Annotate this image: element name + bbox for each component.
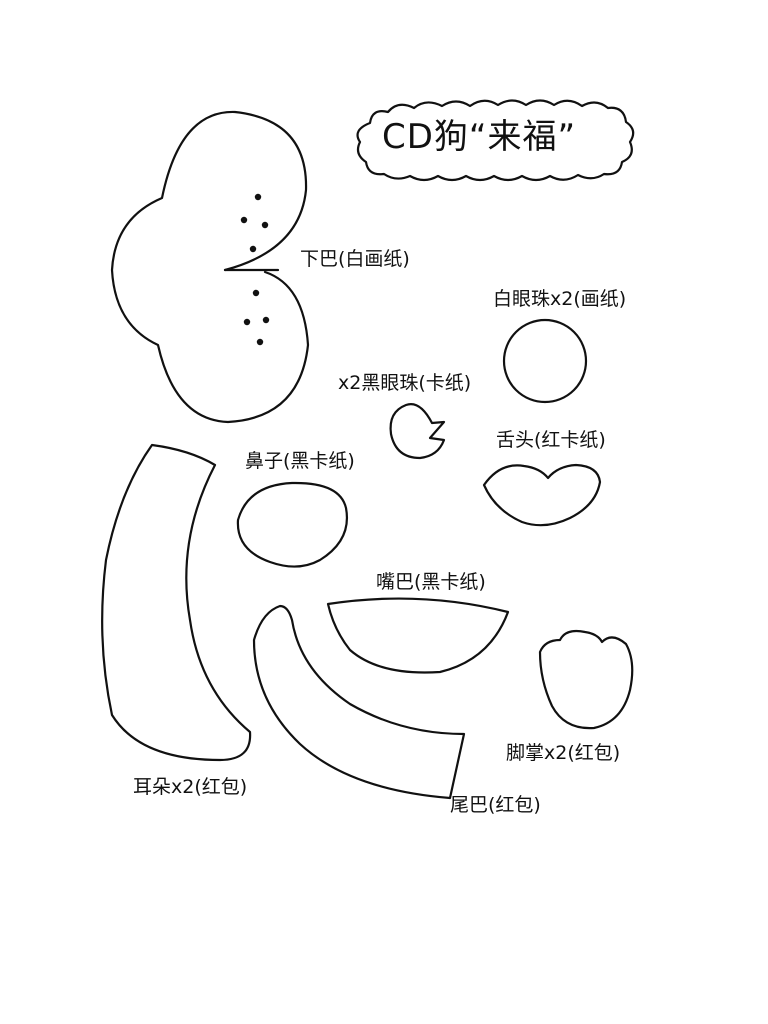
whisker-dot bbox=[254, 193, 262, 201]
paw-outline bbox=[538, 629, 634, 730]
whisker-dot bbox=[249, 245, 257, 253]
whisker-dot bbox=[243, 318, 251, 326]
ear-label: 耳朵x2(红包) bbox=[133, 776, 248, 798]
white-eye-outline bbox=[502, 318, 588, 404]
white-eye-label: 白眼珠x2(画纸) bbox=[493, 288, 627, 310]
nose-outline bbox=[236, 481, 348, 568]
mouth-label: 嘴巴(黑卡纸) bbox=[376, 571, 486, 593]
jaw-outline bbox=[110, 110, 310, 424]
whisker-dot bbox=[261, 221, 269, 229]
tongue-label: 舌头(红卡纸) bbox=[496, 429, 606, 451]
nose-label: 鼻子(黑卡纸) bbox=[245, 450, 355, 472]
whisker-dot bbox=[252, 289, 260, 297]
mouth-outline bbox=[326, 597, 510, 674]
tongue-outline bbox=[482, 463, 602, 527]
paw-label: 脚掌x2(红包) bbox=[506, 742, 621, 764]
black-eye-outline bbox=[389, 403, 446, 460]
ear-outline bbox=[101, 443, 252, 762]
jaw-label: 下巴(白画纸) bbox=[300, 248, 410, 270]
whisker-dot bbox=[240, 216, 248, 224]
tail-label: 尾巴(红包) bbox=[450, 794, 541, 816]
page-title: CD狗“来福” bbox=[382, 117, 577, 157]
tail-outline bbox=[252, 604, 466, 800]
whisker-dot bbox=[256, 338, 264, 346]
whisker-dot bbox=[262, 316, 270, 324]
title-cloud-outline bbox=[356, 99, 635, 182]
black-eye-label: x2黑眼珠(卡纸) bbox=[338, 372, 472, 394]
